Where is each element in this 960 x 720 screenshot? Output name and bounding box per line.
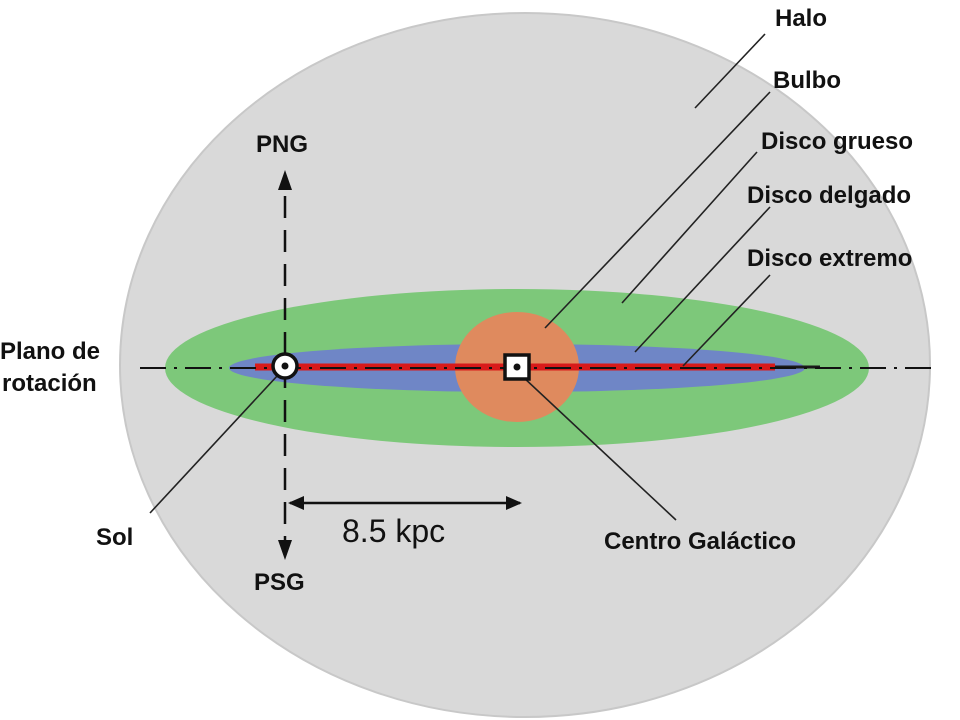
sun-marker-dot [281,362,289,370]
psg-arrow-icon [278,540,292,560]
bulbo-leader-line [544,91,771,329]
bulbo-label: Bulbo [773,67,841,94]
disco-extremo-leader-line [682,274,771,367]
psg-label: PSG [254,569,305,596]
png-label: PNG [256,131,308,158]
sol-leader-line [149,374,279,514]
halo-leader-line [694,33,766,109]
disco-extremo-label: Disco extremo [747,245,912,272]
png-arrow-icon [278,170,292,190]
distance-label: 8.5 kpc [342,513,445,549]
distance-arrow-left-icon [288,496,304,510]
plano-de-rotacion-label-line1: Plano de [0,338,100,365]
centro-galactico-label: Centro Galáctico [604,528,796,555]
disco-grueso-leader-line [621,151,758,304]
disco-delgado-leader-line [634,206,771,353]
halo-label: Halo [775,5,827,32]
galactic-center-marker-dot [513,363,521,371]
disco-delgado-label: Disco delgado [747,182,911,209]
sol-label: Sol [96,524,133,551]
centro-leader-line [521,375,677,521]
distance-arrow-right-icon [506,496,522,510]
disco-grueso-label: Disco grueso [761,128,913,155]
plano-de-rotacion-label-line2: rotación [2,370,97,397]
